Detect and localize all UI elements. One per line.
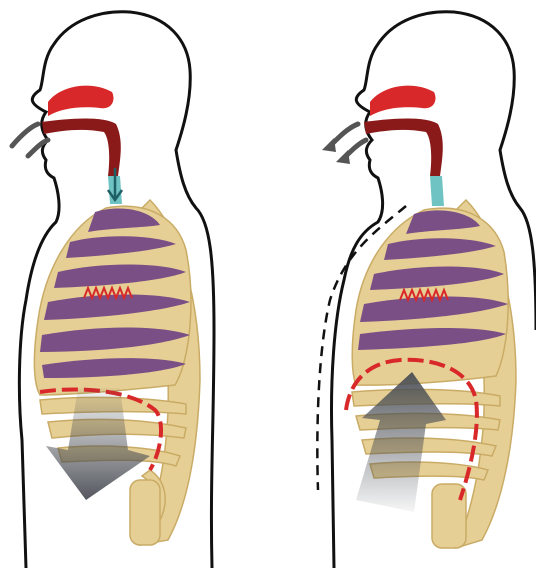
panel-exhalation: [317, 12, 536, 568]
trachea-right: [430, 176, 444, 206]
pharynx-left: [42, 119, 121, 177]
panel-inhalation: [12, 12, 214, 568]
nasal-cavity-left: [48, 86, 114, 116]
pharynx-right: [364, 119, 443, 177]
nasal-cavity-right: [370, 86, 436, 116]
